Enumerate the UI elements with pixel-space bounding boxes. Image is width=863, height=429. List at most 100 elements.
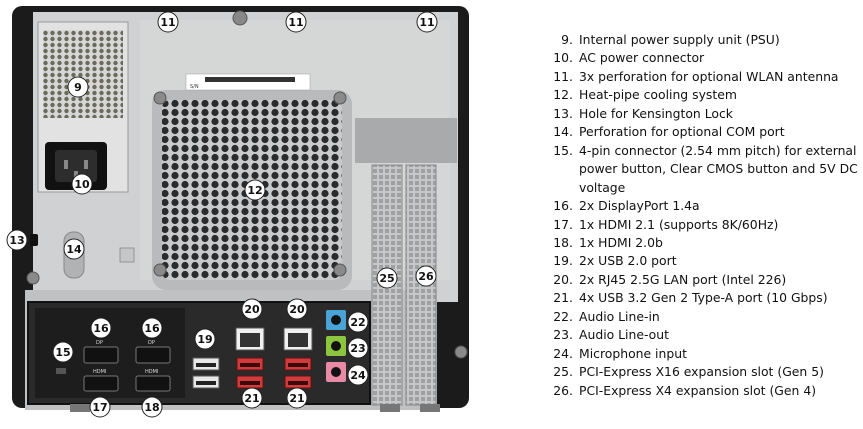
hdmi-port-1: [83, 375, 119, 392]
legend-text: 3x perforation for optional WLAN antenna: [579, 68, 839, 84]
legend-number: 9.: [561, 32, 573, 47]
displayport-2: [135, 346, 171, 364]
legend-item: 9. Internal power supply unit (PSU): [536, 31, 861, 49]
legend-text: Heat-pipe cooling system: [579, 87, 737, 103]
callout-12: 12: [244, 179, 266, 201]
svg-text:13: 13: [9, 234, 24, 247]
legend-text: 1x HDMI 2.1 (supports 8K/60Hz): [579, 216, 779, 232]
svg-text:19: 19: [197, 333, 212, 346]
four-pin-connector: [56, 368, 66, 374]
hdmi-label-1: HDMI: [93, 369, 106, 375]
callout-16b: 16: [141, 317, 163, 339]
legend-number: 10.: [553, 50, 573, 66]
legend-item: 14.Perforation for optional COM port: [536, 123, 861, 141]
legend-text: 4-pin connector (2.54 mm pitch) for exte…: [579, 142, 858, 195]
legend-number: 17.: [553, 216, 573, 232]
legend-text: Internal power supply unit (PSU): [579, 32, 780, 47]
ac-socket: [55, 150, 97, 182]
svg-text:23: 23: [350, 342, 365, 355]
screw: [333, 91, 347, 105]
callout-21b: 21: [286, 387, 308, 409]
screw: [153, 91, 167, 105]
svg-text:20: 20: [289, 303, 305, 316]
legend-number: 22.: [553, 308, 573, 324]
screw: [454, 345, 468, 359]
svg-text:16: 16: [144, 322, 160, 335]
legend-number: 23.: [553, 327, 573, 343]
legend-text: Hole for Kensington Lock: [579, 105, 733, 121]
pc-rear-diagram: S/N DP DP HDMI HDMI: [6, 6, 469, 418]
dp-label-2: DP: [148, 340, 155, 346]
callout-18: 18: [141, 396, 163, 418]
legend-number: 21.: [553, 290, 573, 306]
legend-number: 25.: [553, 364, 573, 380]
legend-text: 1x HDMI 2.0b: [579, 234, 663, 250]
svg-text:25: 25: [379, 272, 394, 285]
legend-text: Audio Line-in: [579, 308, 660, 324]
legend-number: 11.: [553, 68, 573, 84]
callout-26: 26: [415, 265, 437, 287]
screw: [26, 271, 40, 285]
svg-text:18: 18: [144, 401, 159, 414]
callout-17: 17: [89, 396, 111, 418]
svg-text:10: 10: [74, 178, 90, 191]
legend-text: PCI-Express X4 expansion slot (Gen 4): [579, 382, 817, 398]
screw: [153, 263, 167, 277]
callout-16a: 16: [90, 317, 112, 339]
legend-item: 13.Hole for Kensington Lock: [536, 105, 861, 123]
svg-text:21: 21: [244, 392, 259, 405]
callout-11a: 11: [157, 11, 179, 33]
legend-item: 10. AC power connector: [536, 49, 861, 67]
callout-11b: 11: [285, 11, 307, 33]
callout-20b: 20: [286, 298, 308, 320]
legend-item: 24. Microphone input: [536, 345, 861, 363]
callout-23: 23: [347, 337, 369, 359]
legend-number: 20.: [553, 271, 573, 287]
legend-text: PCI-Express X16 expansion slot (Gen 5): [579, 364, 824, 380]
svg-text:14: 14: [66, 243, 82, 256]
svg-text:16: 16: [93, 322, 109, 335]
legend-number: 18.: [553, 234, 573, 250]
svg-text:9: 9: [74, 81, 82, 94]
screw: [232, 10, 248, 26]
callout-14: 14: [63, 238, 85, 260]
svg-text:17: 17: [92, 401, 107, 414]
callout-25: 25: [376, 267, 398, 289]
callout-19: 19: [194, 328, 216, 350]
legend-item: 21. 4x USB 3.2 Gen 2 Type-A port (10 Gbps…: [536, 289, 861, 307]
legend-item: 11. 3x perforation for optional WLAN ante…: [536, 68, 861, 86]
hdmi-port-2: [135, 375, 171, 392]
callout-15: 15: [52, 341, 74, 363]
legend-item: 17. 1x HDMI 2.1 (supports 8K/60Hz): [536, 216, 861, 234]
svg-text:15: 15: [55, 346, 70, 359]
legend-text: 2x DisplayPort 1.4a: [579, 198, 700, 214]
legend-text: AC power connector: [579, 50, 705, 66]
legend-item: 22. Audio Line-in: [536, 308, 861, 326]
legend-number: 24.: [553, 345, 573, 361]
legend-text: 2x RJ45 2.5G LAN port (Intel 226): [579, 271, 787, 287]
legend-text: Audio Line-out: [579, 327, 669, 343]
callout-22: 22: [347, 311, 369, 333]
legend-item: 15.4-pin connector (2.54 mm pitch) for e…: [536, 142, 861, 197]
hdmi-label-2: HDMI: [145, 369, 158, 375]
callout-24: 24: [347, 364, 369, 386]
svg-text:11: 11: [288, 16, 303, 29]
legend-item: 26.PCI-Express X4 expansion slot (Gen 4): [536, 382, 861, 400]
legend-item: 25. PCI-Express X16 expansion slot (Gen 5…: [536, 363, 861, 381]
legend-number: 16.: [553, 198, 573, 214]
callout-13: 13: [6, 229, 28, 251]
legend-number: 19.: [553, 253, 573, 269]
legend-item: 16. 2x DisplayPort 1.4a: [536, 197, 861, 215]
callouts: 9 10 11 11 11 12 13 14 15 16 16 17 18 19…: [6, 11, 438, 418]
legend-number: 12.: [553, 87, 573, 103]
callout-21a: 21: [241, 387, 263, 409]
serial-label-text: S/N: [190, 84, 199, 90]
pcie-bracket: [355, 118, 457, 163]
svg-text:26: 26: [418, 270, 434, 283]
legend-text: 4x USB 3.2 Gen 2 Type-A port (10 Gbps): [579, 290, 828, 306]
dp-label-1: DP: [96, 340, 103, 346]
svg-text:24: 24: [350, 369, 366, 382]
legend-number: 14.: [553, 124, 573, 140]
kensington-lock-hole: [30, 234, 38, 246]
legend-text: Microphone input: [579, 345, 687, 361]
